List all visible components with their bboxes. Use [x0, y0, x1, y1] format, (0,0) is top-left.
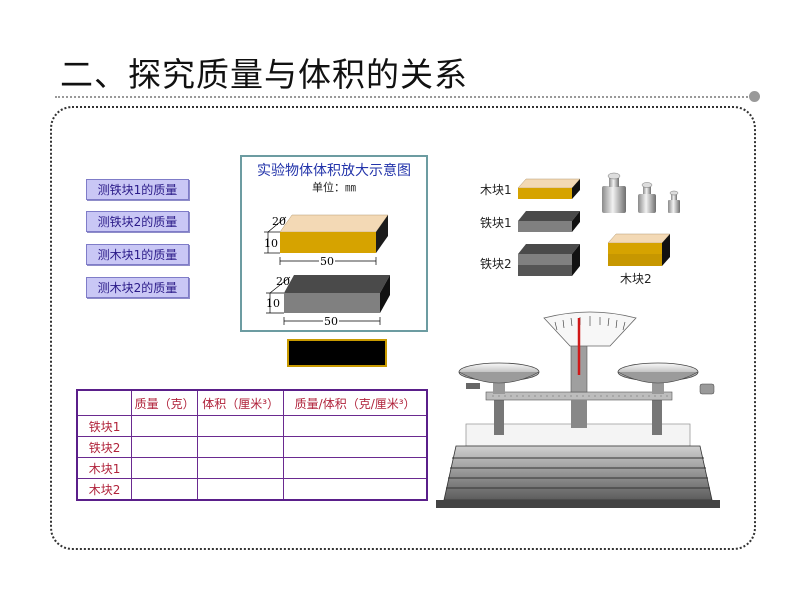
table-row: 铁块1 — [76, 415, 428, 437]
table-header-row: 质量（克） 体积（厘米³） 质量/体积（克/厘米³） — [76, 389, 428, 416]
row-label-iron1: 铁块1 — [76, 415, 133, 437]
iron2-label: 铁块2 — [480, 257, 512, 271]
wood1-label: 木块1 — [480, 183, 512, 197]
density-header: 质量/体积（克/厘米³） — [283, 389, 428, 416]
mass-cell[interactable] — [131, 457, 198, 479]
wood-block-side-face — [376, 215, 388, 253]
bottom-height-label: 10 — [266, 297, 280, 310]
wood-block-front-face — [280, 232, 376, 253]
density-cell[interactable] — [283, 415, 428, 437]
wood-block-2[interactable] — [607, 233, 671, 266]
measure-wood1-button[interactable]: 测木块1的质量 — [86, 244, 189, 265]
table-row: 木块2 — [76, 478, 428, 501]
weight-set-icon[interactable] — [602, 172, 680, 213]
bottom-depth-label: 20 — [276, 275, 290, 288]
row-label-wood1: 木块1 — [76, 457, 133, 479]
volume-cell[interactable] — [196, 457, 285, 479]
wood-block-top-face — [279, 214, 389, 233]
volume-header: 体积（厘米³） — [196, 389, 285, 416]
density-cell[interactable] — [283, 457, 428, 479]
slide-title: 二、探究质量与体积的关系 — [60, 55, 468, 94]
diagram-drawing: 20 10 50 20 10 50 — [264, 214, 390, 328]
mass-cell[interactable] — [131, 436, 198, 458]
volume-cell[interactable] — [196, 415, 285, 437]
volume-cell[interactable] — [196, 436, 285, 458]
mass-header: 质量（克） — [131, 389, 198, 416]
row-label-iron2: 铁块2 — [76, 436, 133, 458]
top-height-label: 10 — [264, 237, 278, 250]
content-frame — [50, 106, 756, 550]
iron1-label: 铁块1 — [480, 216, 512, 230]
iron-block-2[interactable] — [518, 244, 580, 276]
title-divider — [55, 96, 755, 98]
measure-iron2-button[interactable]: 测铁块2的质量 — [86, 211, 189, 232]
iron-block-side-face — [380, 275, 390, 313]
wood2-label: 木块2 — [620, 272, 652, 286]
volume-diagram: 实验物体体积放大示意图 单位：㎜ 20 10 50 20 10 50 — [240, 155, 428, 332]
mass-cell[interactable] — [131, 415, 198, 437]
density-cell[interactable] — [283, 478, 428, 501]
measure-iron1-button[interactable]: 测铁块1的质量 — [86, 179, 189, 200]
density-cell[interactable] — [283, 436, 428, 458]
table-row: 铁块2 — [76, 436, 428, 458]
mass-readout-display — [287, 339, 387, 367]
wood-block-1[interactable] — [517, 178, 581, 199]
diagram-title: 实验物体体积放大示意图 — [257, 163, 411, 179]
mass-cell[interactable] — [131, 478, 198, 501]
top-depth-label: 20 — [272, 215, 286, 228]
table-header-cell — [76, 389, 133, 416]
iron-block-top-face — [284, 275, 390, 293]
diagram-unit: 单位：㎜ — [312, 181, 356, 194]
title-divider-dot — [749, 91, 760, 102]
bottom-width-label: 50 — [324, 315, 338, 328]
measure-wood2-button[interactable]: 测木块2的质量 — [86, 277, 189, 298]
top-width-label: 50 — [320, 255, 334, 268]
table-row: 木块1 — [76, 457, 428, 479]
row-label-wood2: 木块2 — [76, 478, 133, 501]
iron-block-front-face — [284, 293, 380, 313]
iron-block-1[interactable] — [518, 211, 580, 232]
volume-cell[interactable] — [196, 478, 285, 501]
results-table: 质量（克） 体积（厘米³） 质量/体积（克/厘米³） 铁块1 铁块2 木块1 木… — [76, 389, 428, 501]
